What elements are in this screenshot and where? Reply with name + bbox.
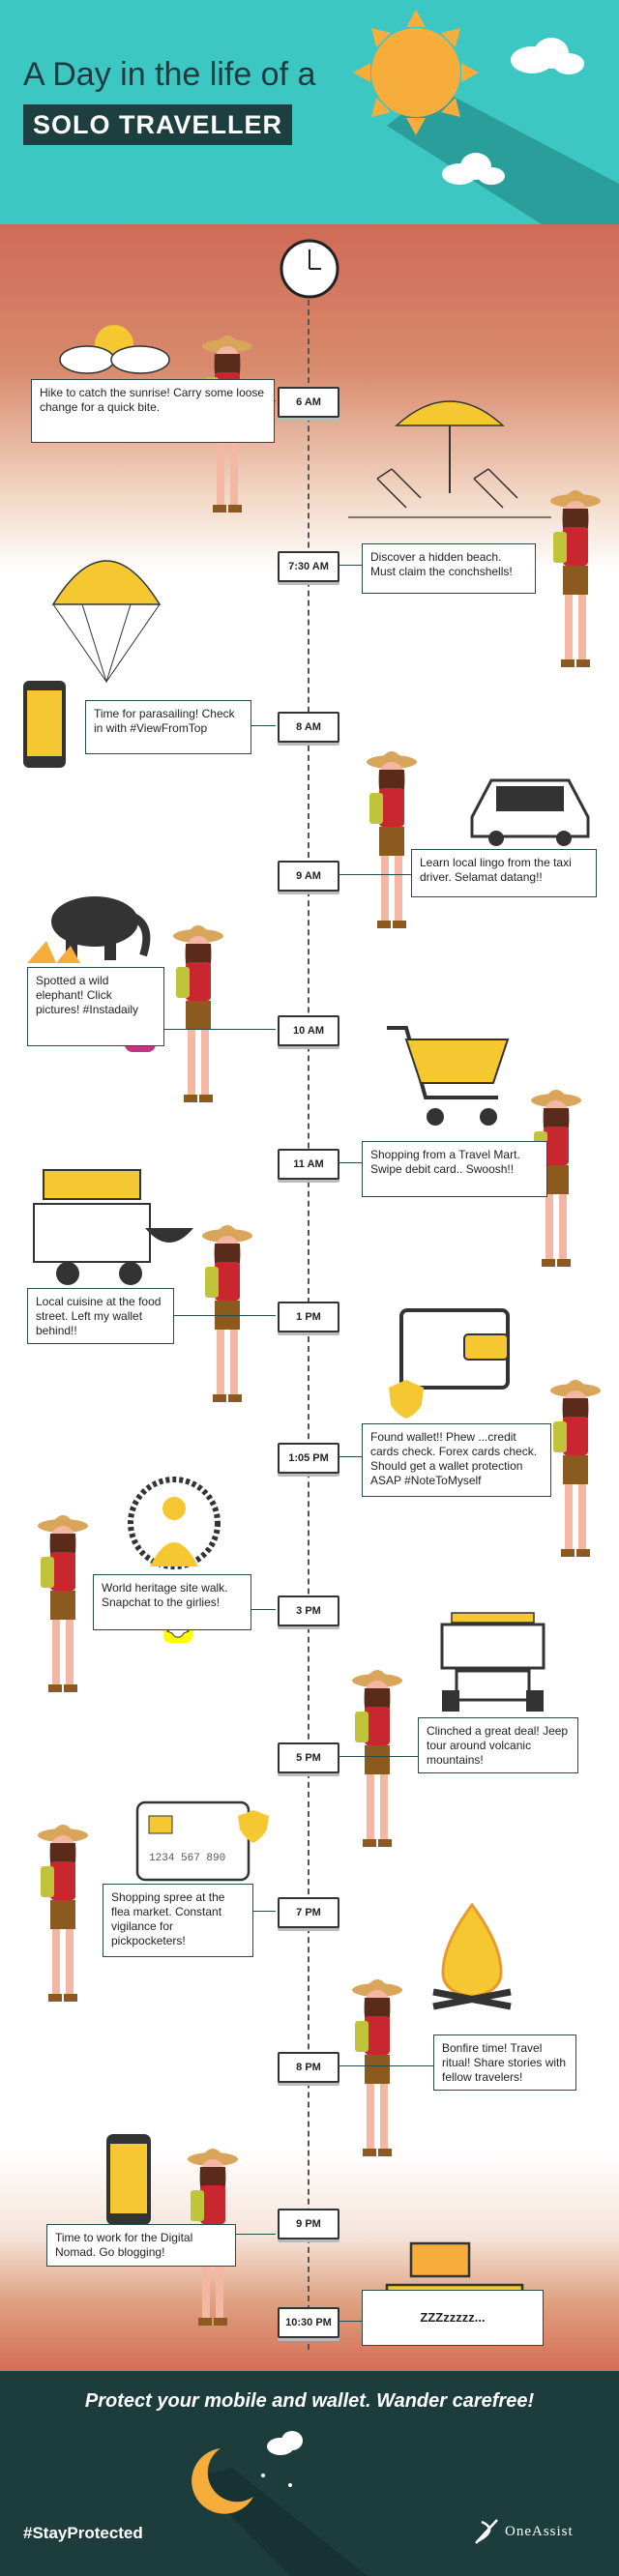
activity-caption: Bonfire time! Travel ritual! Share stori…	[433, 2034, 576, 2091]
shield-icon	[389, 1380, 424, 1419]
footer-banner	[0, 2371, 619, 2576]
activity-caption: Time to work for the Digital Nomad. Go b…	[46, 2224, 236, 2267]
activity-caption: Learn local lingo from the taxi driver. …	[411, 849, 597, 897]
caption-connector	[253, 1911, 276, 1912]
caption-connector	[174, 1315, 276, 1316]
traveller-figure	[550, 1380, 601, 1557]
time-label: 1 PM	[278, 1302, 339, 1332]
activity-caption: Shopping from a Travel Mart. Swipe debit…	[362, 1141, 547, 1197]
activity-caption: Clinched a great deal! Jeep tour around …	[418, 1717, 578, 1773]
caption-connector	[338, 1756, 418, 1757]
page-title: A Day in the life of a	[23, 56, 316, 93]
mobile-phone-icon-2	[106, 2134, 151, 2225]
footer-hashtag: #StayProtected	[23, 2524, 143, 2542]
time-label: 7 PM	[278, 1897, 339, 1928]
brand-name: OneAssist	[505, 2524, 574, 2539]
time-label: 6 AM	[278, 387, 339, 418]
sunrise-cloud-icon	[59, 325, 170, 374]
time-label: 1:05 PM	[278, 1443, 339, 1474]
traveller-figure	[352, 1670, 402, 1847]
time-label: 8 AM	[278, 712, 339, 743]
activity-caption: Local cuisine at the food street. Left m…	[27, 1288, 174, 1344]
cloud-icon	[442, 38, 584, 185]
caption-connector	[338, 565, 362, 566]
activity-caption: Hike to catch the sunrise! Carry some lo…	[31, 379, 275, 443]
time-label: 10 AM	[278, 1015, 339, 1046]
traveller-figure	[173, 925, 223, 1102]
footer-tagline: Protect your mobile and wallet. Wander c…	[84, 2390, 535, 2412]
time-label: 11 AM	[278, 1149, 339, 1180]
traveller-figure	[531, 1090, 581, 1267]
caption-connector	[251, 1609, 276, 1610]
jeep-icon	[440, 1612, 545, 1712]
footer-illustration	[192, 2431, 368, 2576]
wallet-icon	[399, 1308, 510, 1390]
traveller-figure	[38, 1825, 88, 2002]
credit-card-icon: 1234 567 890	[135, 1800, 269, 1882]
activity-caption: World heritage site walk. Snapchat to th…	[93, 1574, 251, 1630]
time-label: 8 PM	[278, 2052, 339, 2083]
time-label: 5 PM	[278, 1742, 339, 1773]
traveller-figure	[352, 1979, 402, 2156]
card-number: 1234 567 890	[149, 1853, 225, 1864]
buddha-statue-icon	[128, 1477, 221, 1569]
brand-logo-icon	[475, 2519, 498, 2544]
taxi-car-icon	[470, 778, 590, 846]
caption-connector	[275, 400, 276, 401]
caption-connector	[338, 2065, 433, 2066]
time-label: 3 PM	[278, 1595, 339, 1626]
caption-connector	[251, 725, 276, 726]
mobile-phone-icon	[23, 681, 66, 768]
traveller-figure	[38, 1515, 88, 1692]
caption-connector	[164, 1029, 276, 1030]
activity-caption: ZZZzzzzz...	[362, 2290, 544, 2346]
activity-caption: Time for parasailing! Check in with #Vie…	[85, 700, 251, 754]
moon-icon	[192, 2448, 253, 2514]
time-label: 9 AM	[278, 861, 339, 892]
bonfire-icon	[432, 1902, 512, 2010]
time-label: 9 PM	[278, 2209, 339, 2239]
parachute-icon	[51, 560, 162, 684]
caption-connector	[338, 874, 411, 875]
activity-caption: Found wallet!! Phew ...credit cards chec…	[362, 1423, 551, 1497]
elephant-icon	[27, 896, 151, 963]
sun-icon	[353, 10, 479, 135]
food-cart-icon	[33, 1169, 193, 1285]
sun-shadow	[387, 87, 619, 224]
header-illustration	[353, 10, 619, 224]
traveller-figure	[550, 490, 601, 667]
shopping-cart-icon	[387, 1026, 510, 1126]
caption-connector	[338, 2321, 362, 2322]
time-label: 10:30 PM	[278, 2307, 339, 2338]
activity-caption: Spotted a wild elephant! Click pictures!…	[27, 967, 164, 1046]
traveller-figure	[367, 751, 417, 928]
activity-caption: Discover a hidden beach. Must claim the …	[362, 543, 536, 594]
beach-umbrella-icon	[348, 400, 551, 518]
caption-connector	[338, 1456, 362, 1457]
activity-caption: Shopping spree at the flea market. Const…	[103, 1884, 253, 1957]
caption-connector	[236, 2234, 276, 2235]
time-label: 7:30 AM	[278, 551, 339, 582]
clock-icon	[280, 239, 339, 299]
page-subtitle: SOLO TRAVELLER	[23, 104, 293, 145]
caption-connector	[338, 1162, 362, 1163]
